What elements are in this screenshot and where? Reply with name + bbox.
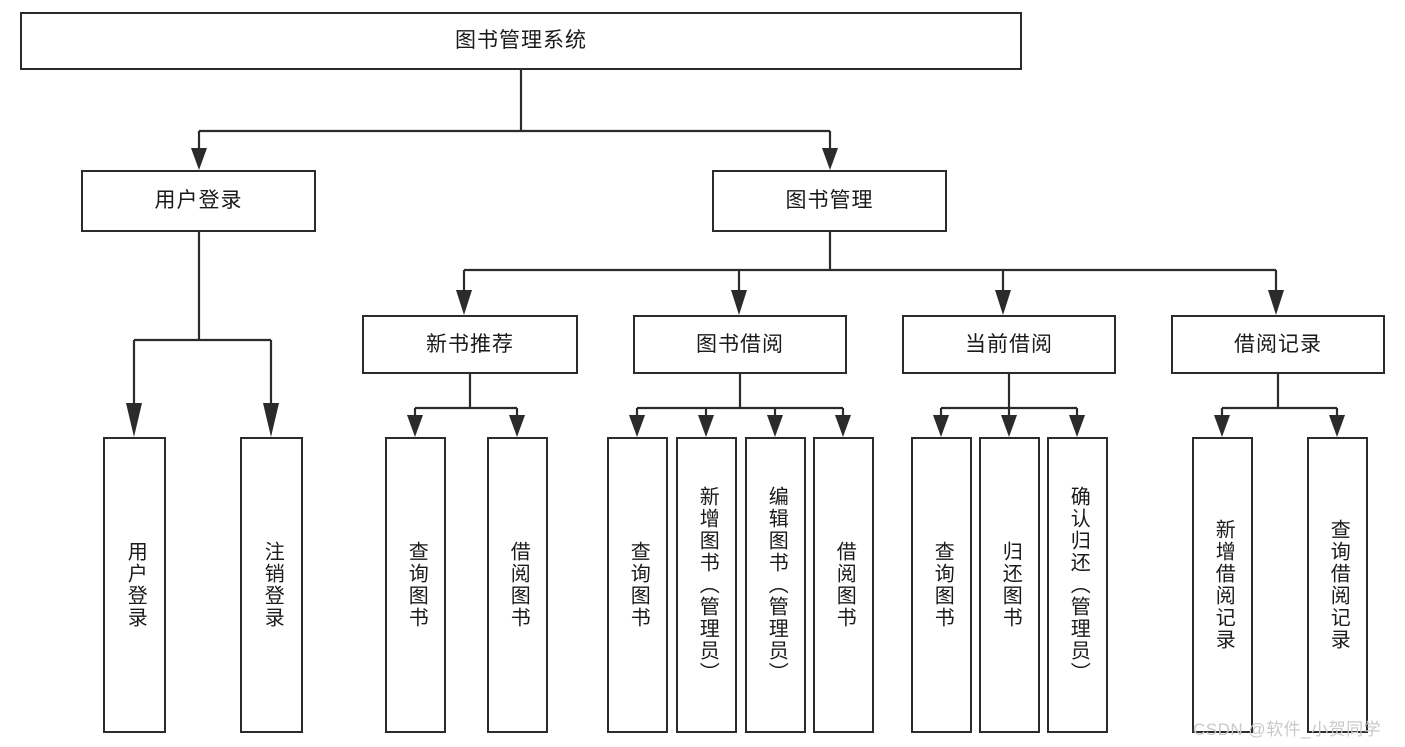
arrow-cur-return xyxy=(1001,415,1017,437)
arrow-book-manage xyxy=(822,148,838,170)
node-root-label: 图书管理系统 xyxy=(455,29,587,53)
leaf-borrow-edit[interactable]: 编辑图书（管理员） xyxy=(745,437,806,733)
arrow-cur-confirm xyxy=(1069,415,1085,437)
leaf-borrow-lend-label: 借阅图书 xyxy=(833,541,856,629)
arrow-user-login xyxy=(191,148,207,170)
leaf-cur-query[interactable]: 查询图书 xyxy=(911,437,972,733)
node-user-login-label: 用户登录 xyxy=(154,189,243,213)
arrow-cur-query xyxy=(933,415,949,437)
arrow-rec-borrow xyxy=(509,415,525,437)
leaf-rec-borrow[interactable]: 借阅图书 xyxy=(487,437,548,733)
leaf-user-logout[interactable]: 注销登录 xyxy=(240,437,303,733)
leaf-rec-add-label: 新增借阅记录 xyxy=(1212,519,1235,651)
arrow-borrow-add xyxy=(698,415,714,437)
arrow-borrow-lend xyxy=(835,415,851,437)
node-book-manage[interactable]: 图书管理 xyxy=(712,170,947,232)
leaf-cur-return-label: 归还图书 xyxy=(999,541,1022,629)
arrow-leaf-user-login xyxy=(126,403,142,437)
node-current-borrow[interactable]: 当前借阅 xyxy=(902,315,1116,374)
arrow-newbook xyxy=(456,290,472,315)
node-new-book-rec[interactable]: 新书推荐 xyxy=(362,315,578,374)
leaf-borrow-query[interactable]: 查询图书 xyxy=(607,437,668,733)
leaf-cur-confirm-label: 确认归还（管理员） xyxy=(1067,486,1090,684)
node-root[interactable]: 图书管理系统 xyxy=(20,12,1022,70)
leaf-rec-query2[interactable]: 查询借阅记录 xyxy=(1307,437,1368,733)
arrow-borrowrecord xyxy=(1268,290,1284,315)
leaf-rec-query2-label: 查询借阅记录 xyxy=(1327,519,1350,651)
leaf-borrow-edit-label: 编辑图书（管理员） xyxy=(765,486,788,684)
node-user-login[interactable]: 用户登录 xyxy=(81,170,316,232)
node-book-borrow-label: 图书借阅 xyxy=(696,332,784,356)
arrow-bookborrow xyxy=(731,290,747,315)
leaf-borrow-lend[interactable]: 借阅图书 xyxy=(813,437,874,733)
leaf-user-logout-label: 注销登录 xyxy=(261,541,284,629)
leaf-rec-query-label: 查询图书 xyxy=(405,541,428,629)
leaf-cur-return[interactable]: 归还图书 xyxy=(979,437,1040,733)
leaf-rec-add[interactable]: 新增借阅记录 xyxy=(1192,437,1253,733)
arrow-rec-query xyxy=(407,415,423,437)
leaf-rec-query[interactable]: 查询图书 xyxy=(385,437,446,733)
leaf-cur-query-label: 查询图书 xyxy=(931,541,954,629)
leaf-borrow-add[interactable]: 新增图书（管理员） xyxy=(676,437,737,733)
arrow-currentborrow xyxy=(995,290,1011,315)
leaf-user-login[interactable]: 用户登录 xyxy=(103,437,166,733)
node-new-book-rec-label: 新书推荐 xyxy=(426,332,514,356)
node-book-borrow[interactable]: 图书借阅 xyxy=(633,315,847,374)
arrow-rec-query2 xyxy=(1329,415,1345,437)
arrow-borrow-query xyxy=(629,415,645,437)
node-borrow-record[interactable]: 借阅记录 xyxy=(1171,315,1385,374)
arrow-borrow-edit xyxy=(767,415,783,437)
arrow-leaf-user-logout xyxy=(263,403,279,437)
leaf-rec-borrow-label: 借阅图书 xyxy=(507,541,530,629)
node-book-manage-label: 图书管理 xyxy=(785,189,874,213)
arrow-rec-add xyxy=(1214,415,1230,437)
leaf-cur-confirm[interactable]: 确认归还（管理员） xyxy=(1047,437,1108,733)
node-borrow-record-label: 借阅记录 xyxy=(1234,332,1322,356)
leaf-user-login-label: 用户登录 xyxy=(124,541,147,629)
leaf-borrow-add-label: 新增图书（管理员） xyxy=(696,486,719,684)
leaf-borrow-query-label: 查询图书 xyxy=(627,541,650,629)
csdn-watermark: CSDN @软件_小贺同学 xyxy=(1193,720,1382,739)
node-current-borrow-label: 当前借阅 xyxy=(965,332,1053,356)
